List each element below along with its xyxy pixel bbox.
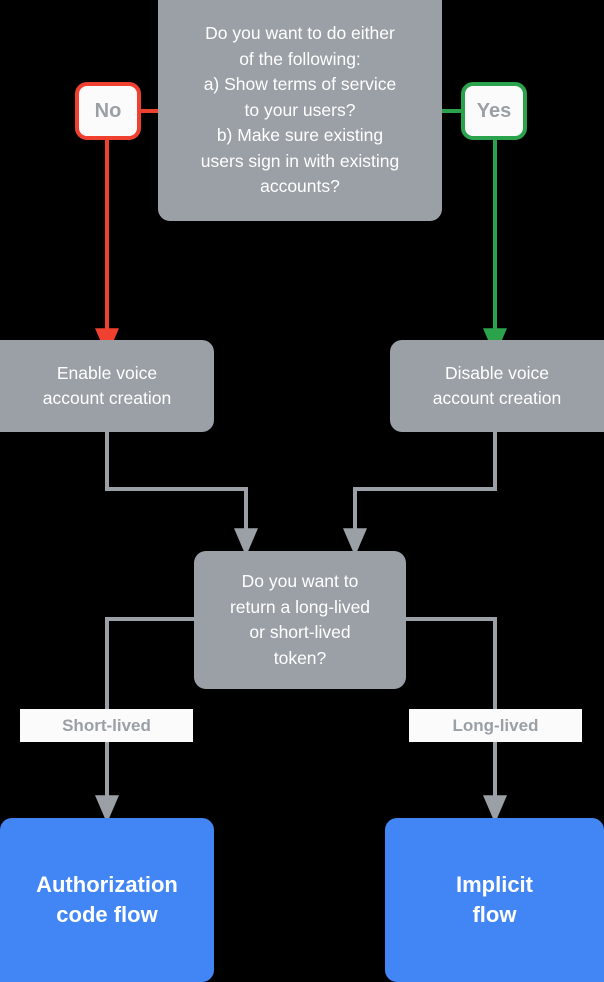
answer-pill-yes[interactable]: Yes xyxy=(461,82,527,140)
decision-node-question-1[interactable]: Do you want to do either of the followin… xyxy=(158,0,442,221)
terminal-node-implicit-flow[interactable]: Implicit flow xyxy=(385,818,604,982)
edge-q2-to-authorization xyxy=(95,617,194,824)
process-node-enable-voice-account-creation[interactable]: Enable voice account creation xyxy=(0,340,214,432)
edge-label-short-lived-text: Short-lived xyxy=(62,715,151,735)
process-node-enable-voice-account-creation-text: Enable voice account creation xyxy=(42,362,172,409)
edge-q2-to-implicit xyxy=(406,617,507,824)
decision-node-question-2[interactable]: Do you want to return a long-lived or sh… xyxy=(194,551,406,689)
edge-label-long-lived-text: Long-lived xyxy=(452,715,539,735)
answer-pill-no-label: No xyxy=(94,99,122,122)
decision-node-question-1-text: Do you want to do either of the followin… xyxy=(200,23,400,197)
terminal-node-implicit-flow-text: Implicit flow xyxy=(455,872,533,927)
answer-pill-yes-label: Yes xyxy=(476,99,512,122)
terminal-node-authorization-code-flow-text: Authorization code flow xyxy=(36,872,178,927)
edge-disable-to-q2 xyxy=(343,432,497,557)
edge-label-short-lived: Short-lived xyxy=(20,709,193,742)
decision-node-question-2-text: Do you want to return a long-lived or sh… xyxy=(229,571,371,668)
answer-pill-no[interactable]: No xyxy=(75,82,141,140)
process-node-disable-voice-account-creation[interactable]: Disable voice account creation xyxy=(390,340,604,432)
process-node-disable-voice-account-creation-text: Disable voice account creation xyxy=(432,362,562,409)
edge-label-long-lived: Long-lived xyxy=(409,709,582,742)
edge-enable-to-q2 xyxy=(105,432,258,557)
terminal-node-authorization-code-flow[interactable]: Authorization code flow xyxy=(0,818,214,982)
